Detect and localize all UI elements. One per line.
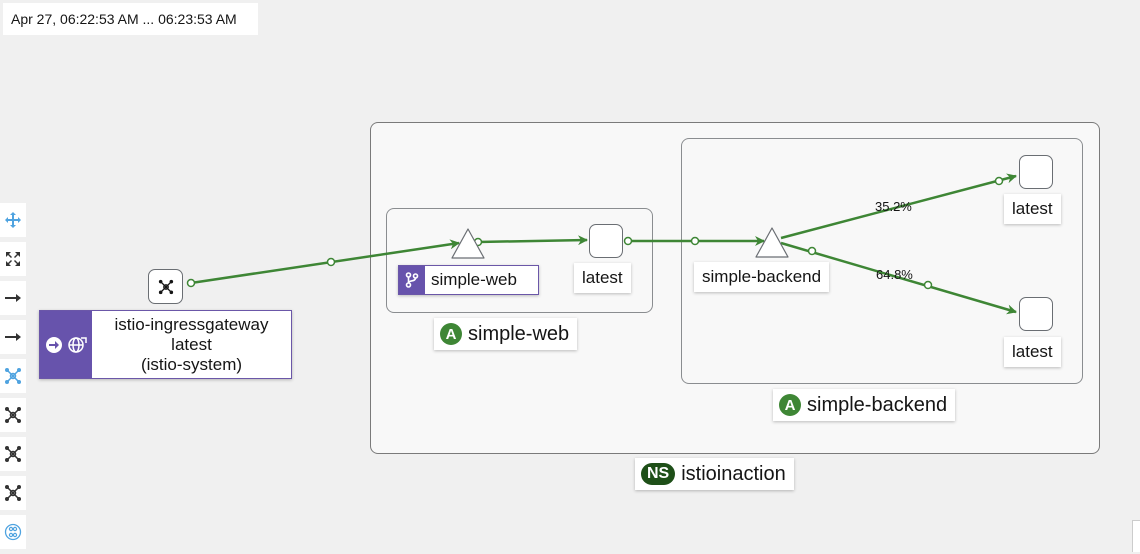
service-label-simple-web[interactable]: simple-web xyxy=(398,265,539,295)
edge-label-64: 64.8% xyxy=(876,267,913,282)
expand-icon[interactable] xyxy=(0,242,26,276)
graph-toolbar xyxy=(0,203,26,554)
workload-label-web-latest[interactable]: latest xyxy=(574,263,631,293)
edge-label-35: 35.2% xyxy=(875,199,912,214)
branch-icon xyxy=(405,272,419,288)
gateway-namespace: (istio-system) xyxy=(140,354,243,374)
workload-node-backend-latest-1[interactable] xyxy=(1019,155,1053,189)
workload-label-backend-latest-1[interactable]: latest xyxy=(1004,194,1061,224)
arrow-right-icon[interactable] xyxy=(0,281,26,315)
service-label-simple-backend[interactable]: simple-backend xyxy=(694,262,830,292)
service-name: simple-web xyxy=(431,270,517,289)
move-icon[interactable] xyxy=(0,203,26,237)
gateway-name: istio-ingressgateway xyxy=(114,314,269,334)
namespace-badge: NS xyxy=(641,463,676,485)
cluster-icon[interactable] xyxy=(0,437,26,471)
hierarchy-icon[interactable] xyxy=(0,515,26,549)
edge-web-svc-to-workload xyxy=(477,235,588,246)
ingress-icon xyxy=(46,336,62,353)
cluster-icon xyxy=(158,279,173,294)
side-panel-edge[interactable] xyxy=(1132,520,1140,552)
app-badge: A xyxy=(440,323,462,345)
edge-backend-to-latest-2 xyxy=(780,241,1017,315)
cluster-icon[interactable] xyxy=(0,398,26,432)
globe-icon xyxy=(68,336,87,353)
app-label-simple-web[interactable]: A simple-web xyxy=(434,318,578,350)
workload-node-backend-latest-2[interactable] xyxy=(1019,297,1053,331)
time-range-display: Apr 27, 06:22:53 AM ... 06:23:53 AM xyxy=(3,3,258,35)
app-badge: A xyxy=(779,394,801,416)
workload-label-backend-latest-2[interactable]: latest xyxy=(1004,337,1061,367)
gateway-label[interactable]: istio-ingressgateway latest (istio-syste… xyxy=(39,310,292,379)
edge-gateway-to-web xyxy=(190,239,460,285)
cluster-icon[interactable] xyxy=(0,476,26,510)
app-label-simple-backend[interactable]: A simple-backend xyxy=(773,389,956,421)
arrow-right-icon[interactable] xyxy=(0,320,26,354)
edge-backend-to-latest-1 xyxy=(780,173,1017,240)
gateway-node[interactable] xyxy=(148,269,183,304)
gateway-version: latest xyxy=(171,334,212,354)
namespace-label[interactable]: NS istioinaction xyxy=(635,458,794,490)
service-triangle-backend xyxy=(755,227,789,258)
cluster-icon[interactable] xyxy=(0,359,26,393)
workload-node-web-latest[interactable] xyxy=(589,224,623,258)
service-triangle-web xyxy=(451,228,485,259)
